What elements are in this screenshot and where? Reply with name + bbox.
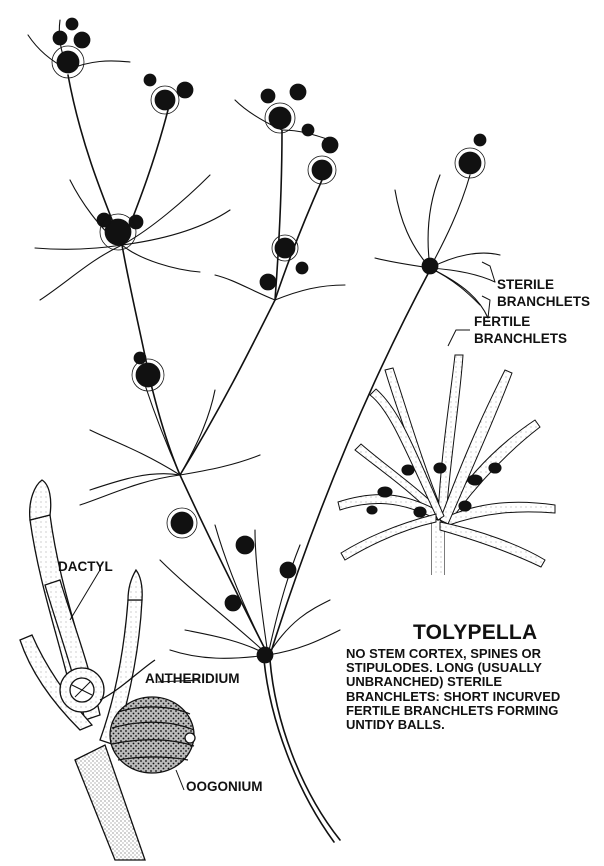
label-fertile-line-1: FERTILE — [474, 315, 567, 329]
species-title: TOLYPELLA — [413, 622, 537, 643]
label-dactyl: DACTYL — [58, 560, 113, 574]
description-line: UNBRANCHED) STERILE — [346, 675, 560, 689]
label-antheridium: ANTHERIDIUM — [145, 672, 240, 686]
oogonium-body — [110, 697, 195, 773]
description-line: BRANCHLETS: SHORT INCURVED — [346, 690, 560, 704]
label-oogonium: OOGONIUM — [186, 780, 263, 794]
label-fertile-line-2: BRANCHLETS — [474, 332, 567, 346]
label-sterile-line-2: BRANCHLETS — [497, 295, 590, 309]
description-line: NO STEM CORTEX, SPINES OR — [346, 647, 560, 661]
species-description: NO STEM CORTEX, SPINES OR STIPULODES. LO… — [346, 647, 560, 732]
label-sterile: STERILE BRANCHLETS — [497, 278, 590, 308]
description-line: FERTILE BRANCHLETS FORMING — [346, 704, 560, 718]
fertile-cluster-detail — [338, 355, 555, 575]
fertile-heads — [53, 18, 486, 663]
label-sterile-line-1: STERILE — [497, 278, 590, 292]
label-fertile: FERTILE BRANCHLETS — [474, 315, 567, 345]
reproductive-detail — [20, 480, 195, 860]
description-line: UNTIDY BALLS. — [346, 718, 560, 732]
description-line: STIPULODES. LONG (USUALLY — [346, 661, 560, 675]
